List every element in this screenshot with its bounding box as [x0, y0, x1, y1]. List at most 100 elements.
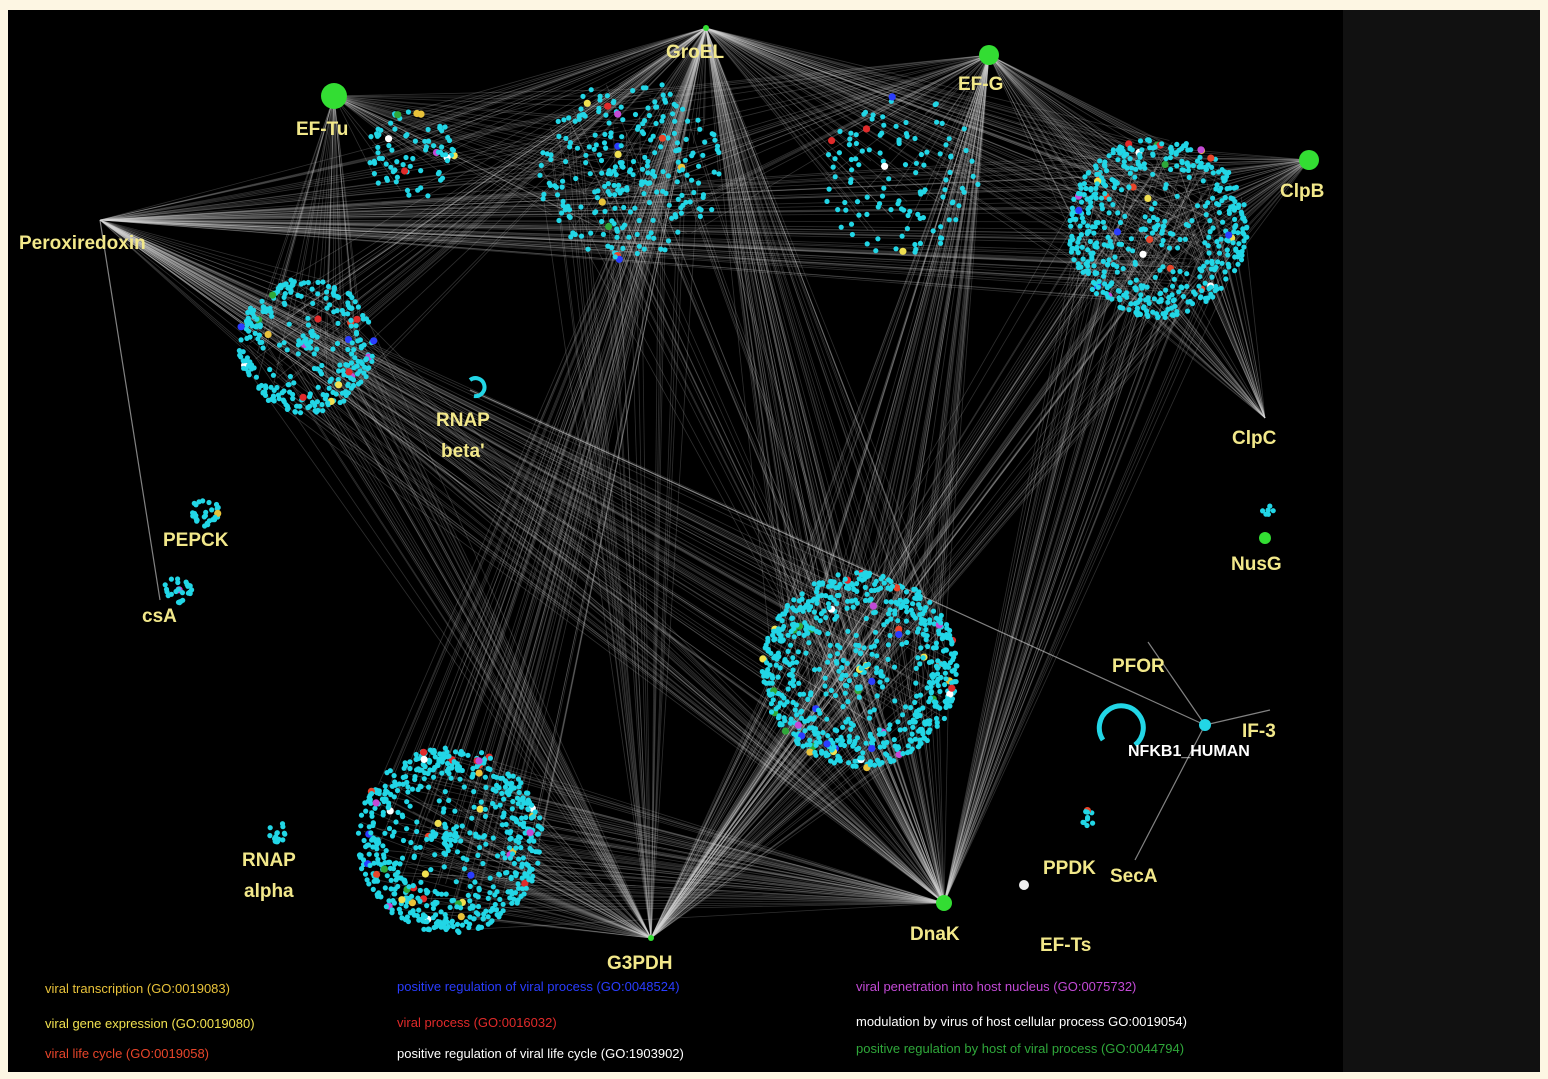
protein-node: [659, 82, 665, 88]
interaction-edge: [301, 306, 652, 939]
protein-node: [1133, 277, 1139, 283]
protein-node: [849, 598, 855, 604]
protein-node: [371, 836, 378, 842]
protein-node: [209, 507, 215, 513]
protein-node: [467, 871, 475, 879]
protein-node: [448, 842, 454, 848]
interaction-edge: [303, 27, 707, 298]
protein-node: [389, 907, 395, 913]
protein-node: [606, 120, 612, 126]
protein-node: [789, 605, 796, 611]
interaction-edge: [705, 27, 960, 219]
interaction-edge: [988, 54, 1138, 192]
protein-node: [698, 207, 704, 213]
interaction-edge: [99, 219, 258, 327]
protein-node: [858, 665, 864, 671]
protein-node: [935, 683, 941, 689]
interaction-edge: [1194, 159, 1310, 240]
protein-node: [790, 667, 796, 673]
interaction-edge: [267, 348, 652, 939]
protein-node: [411, 853, 417, 859]
protein-node: [403, 903, 409, 909]
protein-node: [516, 789, 522, 796]
interaction-edge: [99, 175, 1124, 221]
protein-node: [839, 738, 846, 744]
interaction-edge: [705, 27, 895, 580]
protein-node: [1126, 184, 1132, 190]
protein-node: [931, 699, 938, 705]
protein-node: [765, 635, 771, 641]
protein-node: [404, 826, 410, 832]
protein-node: [403, 154, 409, 161]
protein-node: [913, 170, 919, 176]
protein-node: [567, 144, 573, 150]
interaction-edge: [1084, 249, 1266, 419]
interaction-edge: [99, 219, 958, 671]
interaction-edge: [905, 54, 990, 142]
protein-node: [835, 737, 841, 743]
interaction-edge: [943, 238, 1114, 904]
protein-node: [905, 629, 911, 635]
protein-node: [602, 208, 608, 214]
protein-node: [1081, 192, 1087, 198]
protein-node: [942, 187, 948, 193]
protein-node: [921, 162, 927, 168]
protein-node: [830, 740, 836, 746]
protein-node: [556, 217, 562, 224]
protein-node: [315, 407, 321, 413]
interaction-edge: [650, 280, 1148, 939]
protein-node: [920, 215, 927, 221]
protein-node: [1094, 244, 1100, 250]
interaction-edge: [915, 649, 945, 904]
interaction-edge: [99, 165, 583, 221]
label-csa: csA: [142, 606, 177, 627]
interaction-edge: [943, 160, 1201, 904]
interaction-edge: [1153, 159, 1310, 177]
protein-node: [888, 599, 894, 605]
interaction-edge: [650, 226, 1188, 939]
protein-node: [515, 776, 522, 782]
protein-node: [279, 390, 285, 396]
interaction-edge: [1084, 159, 1310, 276]
protein-node: [789, 673, 796, 679]
protein-node: [267, 366, 273, 373]
interaction-edge: [333, 95, 344, 362]
protein-node: [1169, 292, 1175, 298]
interaction-edge: [693, 27, 707, 144]
interaction-edge: [988, 54, 1156, 142]
interaction-edge: [99, 219, 768, 679]
interaction-edge: [334, 346, 945, 904]
protein-node: [883, 599, 889, 605]
interaction-edge: [650, 598, 817, 939]
protein-node: [878, 576, 884, 582]
protein-node: [1139, 250, 1147, 258]
protein-node: [496, 871, 502, 877]
protein-node: [913, 680, 919, 686]
protein-node: [849, 231, 856, 238]
protein-node: [1104, 168, 1110, 174]
protein-node: [353, 331, 360, 337]
protein-node: [828, 137, 836, 145]
interaction-edge: [99, 219, 1184, 246]
interaction-edge: [705, 27, 889, 601]
protein-node: [805, 696, 811, 703]
interaction-edge: [99, 219, 1213, 293]
protein-node: [345, 346, 351, 353]
interaction-edge: [1202, 225, 1266, 419]
interaction-edge: [450, 27, 707, 920]
interaction-edge: [426, 817, 652, 939]
protein-node: [828, 687, 835, 694]
protein-node: [1162, 218, 1168, 224]
protein-node: [432, 852, 438, 858]
protein-node: [396, 906, 402, 912]
protein-node: [603, 112, 609, 118]
protein-node: [1214, 239, 1220, 245]
interaction-edge: [354, 27, 707, 303]
interaction-edge: [99, 219, 928, 638]
edge-bundle-g3pdh-cluster-e: [239, 284, 652, 939]
interaction-edge: [657, 27, 707, 125]
protein-node: [1216, 250, 1223, 256]
interaction-edge: [705, 27, 908, 202]
interaction-edge: [705, 27, 1142, 161]
interaction-edge: [99, 219, 1237, 236]
